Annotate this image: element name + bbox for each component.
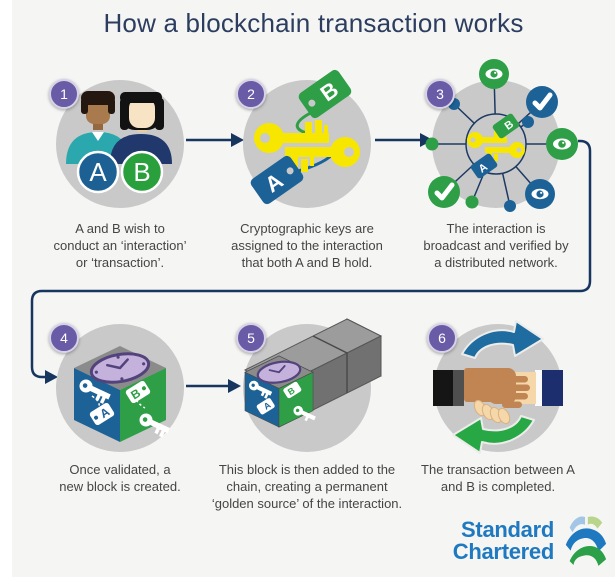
page-title: How a blockchain transaction works (103, 8, 524, 38)
key-icon (139, 413, 170, 438)
check-icon (428, 176, 460, 208)
handshake-icon (433, 368, 563, 425)
person-a-icon (66, 91, 130, 164)
tag-a-icon: A (256, 398, 275, 415)
step4-number-badge: 4 (49, 323, 79, 353)
clock-icon (89, 352, 151, 384)
step1-number-badge: 1 (49, 79, 79, 109)
mini-tag-b-icon: B (492, 113, 520, 139)
step5-number-badge: 5 (236, 323, 266, 353)
step2-illustration: B A (250, 69, 360, 205)
participant-a-badge: A (76, 150, 120, 194)
tag-b-icon: B (125, 380, 151, 404)
step3-illustration: B A (425, 59, 578, 212)
cycle-arrow-icon (452, 415, 535, 454)
brand-mark-icon (565, 516, 607, 566)
mini-keys-icon: B A (467, 113, 525, 179)
step2-number-badge: 2 (236, 79, 266, 109)
eye-icon (525, 179, 555, 209)
blockchain-icon: A B (243, 318, 383, 428)
person-b-icon (110, 92, 172, 164)
brand-logo: Standard Chartered (453, 512, 608, 570)
svg-text:B: B (286, 385, 297, 397)
key-icon (249, 380, 273, 399)
step5-illustration: A B (243, 318, 383, 428)
svg-text:A: A (262, 400, 273, 412)
check-icon (526, 86, 558, 118)
step3-number-badge: 3 (425, 79, 455, 109)
eye-icon (546, 128, 578, 160)
step4-illustration: A B (74, 346, 170, 442)
tag-b-icon: B (298, 69, 352, 119)
step6-illustration (433, 320, 563, 454)
brand-name: Standard Chartered (452, 517, 555, 564)
cycle-arrow-icon (461, 320, 544, 359)
tag-a-icon: A (250, 155, 304, 205)
tag-a-icon: A (89, 402, 115, 426)
mini-tag-a-icon: A (470, 153, 498, 179)
block-cube-icon: A B (74, 346, 170, 442)
svg-text:A: A (89, 157, 107, 187)
tag-b-icon: B (283, 381, 302, 399)
participant-b-badge: B (120, 150, 164, 194)
eye-icon (479, 59, 509, 89)
network-node-icon (425, 98, 534, 212)
key-icon (79, 379, 111, 404)
block-cube-icon: A B (244, 355, 316, 428)
key-icon (293, 405, 316, 422)
svg-text:B: B (133, 157, 150, 187)
step6-number-badge: 6 (427, 323, 457, 353)
clock-icon (256, 360, 302, 384)
step1-illustration: A B (66, 91, 172, 194)
